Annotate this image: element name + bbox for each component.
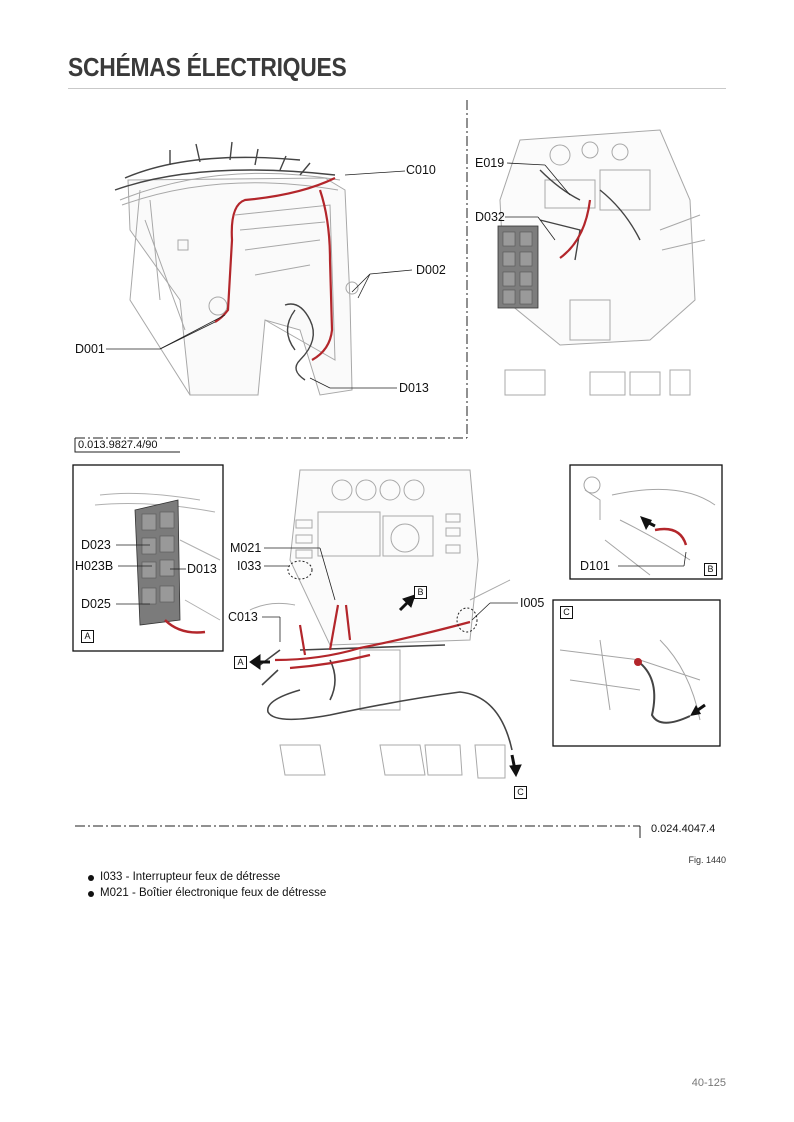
callout-d013-cab: D013 — [399, 381, 429, 395]
title-divider — [68, 88, 726, 89]
callout-i033: I033 — [237, 559, 262, 573]
callout-d032: D032 — [475, 210, 505, 224]
main-harness-dark — [259, 644, 513, 751]
section-dividers — [75, 100, 640, 827]
callout-i005: I005 — [520, 596, 545, 610]
callout-e019: E019 — [475, 156, 505, 170]
view-marker-b-main: B — [414, 586, 427, 599]
callout-d023: D023 — [81, 538, 111, 552]
legend-item: I033 - Interrupteur feux de détresse — [88, 871, 326, 884]
bullet-icon — [88, 875, 94, 881]
callout-d013-detail: D013 — [187, 562, 217, 576]
callout-h023b: H023B — [75, 559, 114, 573]
page-title: SCHÉMAS ÉLECTRIQUES — [68, 52, 347, 82]
dash-top-harness — [539, 169, 641, 261]
reference-top: 0.013.9827.4/90 — [78, 439, 158, 451]
callout-c010: C010 — [406, 163, 436, 177]
reference-bottom: 0.024.4047.4 — [651, 823, 716, 835]
legend-item: M021 - Boîtier électronique feux de détr… — [88, 887, 326, 900]
detail-c-box — [552, 599, 721, 747]
figure-label: Fig. 1440 — [688, 855, 726, 865]
view-marker-b-detail: B — [704, 563, 717, 576]
cab-harness-wires — [114, 141, 336, 381]
view-marker-a-detail: A — [81, 630, 94, 643]
view-marker-c-detail: C — [560, 606, 573, 619]
detail-b-box — [569, 464, 723, 580]
callout-d001: D001 — [75, 342, 105, 356]
detail-a-box — [72, 464, 224, 652]
legend: I033 - Interrupteur feux de détresse M02… — [88, 871, 326, 903]
callout-d101: D101 — [580, 559, 610, 573]
highlight-circles — [287, 560, 478, 633]
view-marker-c-main: C — [514, 786, 527, 799]
reference-brackets — [74, 438, 641, 838]
callout-d025: D025 — [81, 597, 111, 611]
direction-arrows — [249, 594, 522, 778]
view-marker-a-main: A — [234, 656, 247, 669]
cab-illustration — [119, 172, 359, 396]
callout-leaders — [106, 162, 687, 642]
callout-c013: C013 — [228, 610, 258, 624]
bullet-icon — [88, 891, 94, 897]
main-dash-illustration — [249, 469, 511, 779]
callout-d002: D002 — [416, 263, 446, 277]
legend-text: I033 - Interrupteur feux de détresse — [100, 871, 281, 883]
callout-m021: M021 — [230, 541, 262, 555]
page-number: 40-125 — [691, 1077, 726, 1089]
legend-text: M021 - Boîtier électronique feux de détr… — [100, 887, 327, 899]
main-harness-red — [274, 604, 471, 670]
